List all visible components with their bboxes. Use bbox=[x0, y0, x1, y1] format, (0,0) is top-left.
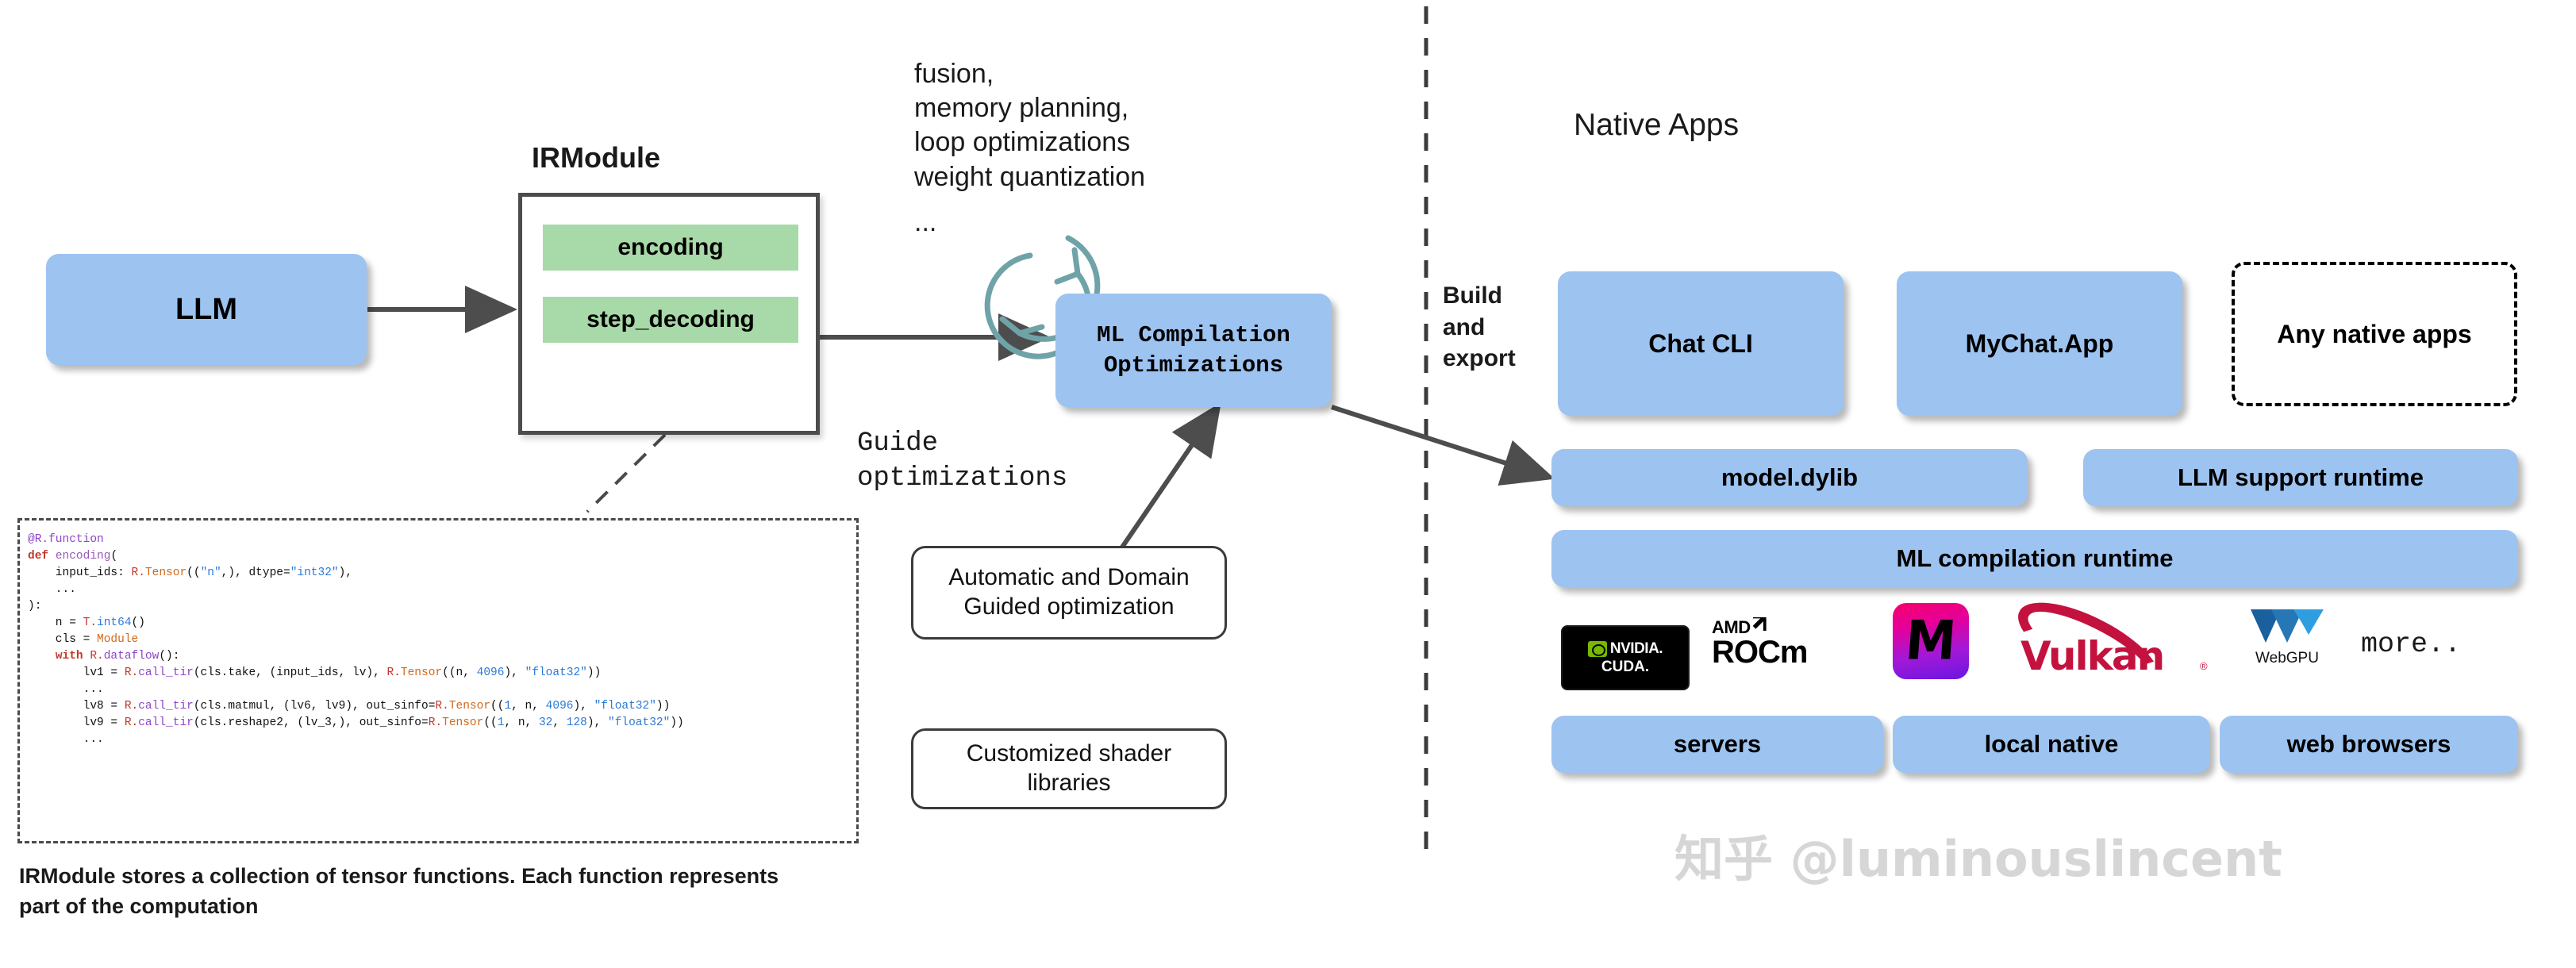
guide-box-label: Customized shader libraries bbox=[966, 740, 1172, 796]
app-box-mychat-app[interactable]: MyChat.App bbox=[1897, 271, 2182, 416]
webgpu-mark-icon bbox=[2251, 609, 2324, 643]
optimization-item-ellipsis: ... bbox=[914, 206, 937, 237]
vulkan-registered-mark: ® bbox=[2200, 660, 2208, 672]
app-box-chat-cli[interactable]: Chat CLI bbox=[1558, 271, 1844, 416]
native-apps-title-text: Native Apps bbox=[1574, 108, 1740, 142]
ml-compilation-optimizations-box[interactable]: ML Compilation Optimizations bbox=[1055, 294, 1332, 407]
webgpu-wordmark: WebGPU bbox=[2255, 650, 2319, 666]
guide-label-line2: optimizations bbox=[857, 463, 1068, 494]
llm-box[interactable]: LLM bbox=[46, 254, 367, 365]
build-and-export-label: Build and export bbox=[1443, 280, 1546, 375]
native-apps-title: Native Apps bbox=[1574, 108, 1739, 143]
app-box-label: Chat CLI bbox=[1648, 328, 1753, 358]
rocm-wordmark: ROCm bbox=[1712, 635, 1808, 670]
code-listing: @R.function def encoding( input_ids: R.T… bbox=[28, 533, 684, 746]
target-box-label: servers bbox=[1673, 730, 1762, 758]
more-backends-label: more.. bbox=[2361, 628, 2461, 660]
target-box-servers[interactable]: servers bbox=[1551, 716, 1883, 773]
target-box-local-native[interactable]: local native bbox=[1893, 716, 2210, 773]
nvidia-wordmark: NVIDIA. bbox=[1609, 640, 1663, 657]
irmodule-function-label: step_decoding bbox=[586, 306, 755, 332]
irmodule-function-step-decoding[interactable]: step_decoding bbox=[543, 297, 798, 343]
app-box-label: Any native apps bbox=[2277, 319, 2472, 348]
webgpu-logo: WebGPU bbox=[2243, 608, 2331, 684]
target-box-label: web browsers bbox=[2286, 730, 2451, 758]
runtime-box-label: model.dylib bbox=[1721, 463, 1859, 491]
vulkan-logo: Vulkan ® bbox=[2005, 585, 2246, 709]
irmodule-box: encoding step_decoding bbox=[518, 193, 820, 435]
optimization-list: fusion, memory planning, loop optimizati… bbox=[914, 57, 1145, 240]
amd-wordmark-row: AMD bbox=[1712, 617, 1767, 638]
cuda-wordmark: CUDA. bbox=[1601, 658, 1650, 675]
irmodule-function-label: encoding bbox=[617, 234, 724, 260]
watermark: 知乎 @luminouslincent bbox=[1674, 819, 2282, 890]
runtime-box-ml-compilation-runtime[interactable]: ML compilation runtime bbox=[1551, 530, 2518, 587]
more-backends-text: more.. bbox=[2361, 628, 2462, 660]
optimization-item: memory planning, bbox=[914, 93, 1129, 124]
metal-logo: M bbox=[1893, 603, 1969, 679]
watermark-text: 知乎 @luminouslincent bbox=[1674, 830, 2282, 888]
target-box-label: local native bbox=[1984, 730, 2119, 758]
irmodule-caption-text: IRModule stores a collection of tensor f… bbox=[19, 864, 779, 919]
guide-label-line1: Guide bbox=[857, 428, 939, 459]
optimization-item: weight quantization bbox=[914, 161, 1146, 192]
ml-compilation-line1: ML Compilation bbox=[1097, 321, 1290, 348]
build-and-export-text: Build and export bbox=[1443, 282, 1516, 372]
amd-rocm-logo: AMD ROCm bbox=[1712, 617, 1870, 690]
target-box-web-browsers[interactable]: web browsers bbox=[2220, 716, 2518, 773]
vulkan-wordmark: Vulkan bbox=[2020, 633, 2165, 679]
guide-optimizations-label: Guide optimizations bbox=[857, 427, 1067, 496]
optimization-item: loop optimizations bbox=[914, 127, 1131, 158]
runtime-box-label: ML compilation runtime bbox=[1896, 544, 2174, 572]
app-box-label: MyChat.App bbox=[1965, 328, 2114, 358]
ml-compilation-line2: Optimizations bbox=[1103, 351, 1284, 378]
irmodule-function-encoding[interactable]: encoding bbox=[543, 225, 798, 271]
nvidia-cuda-logo: NVIDIA. CUDA. bbox=[1561, 625, 1690, 690]
automatic-domain-guided-optimization-box[interactable]: Automatic and Domain Guided optimization bbox=[911, 546, 1227, 640]
llm-box-label: LLM bbox=[175, 292, 238, 326]
irmodule-caption: IRModule stores a collection of tensor f… bbox=[19, 861, 813, 922]
optimization-item: fusion, bbox=[914, 59, 994, 89]
guide-box-label: Automatic and Domain Guided optimization bbox=[948, 564, 1190, 620]
runtime-box-model-dylib[interactable]: model.dylib bbox=[1551, 449, 2028, 506]
customized-shader-libraries-box[interactable]: Customized shader libraries bbox=[911, 728, 1227, 809]
irmodule-title: IRModule bbox=[532, 141, 660, 174]
amd-arrow-icon bbox=[1752, 617, 1767, 631]
irmodule-code-panel: @R.function def encoding( input_ids: R.T… bbox=[17, 518, 859, 843]
nvidia-eye-icon bbox=[1587, 640, 1607, 657]
nvidia-wordmark-row: NVIDIA. bbox=[1587, 640, 1663, 658]
metal-logo-glyph: M bbox=[1903, 609, 1959, 673]
amd-wordmark: AMD bbox=[1712, 617, 1751, 637]
rocm-wordmark-text: ROCm bbox=[1712, 635, 1808, 670]
runtime-box-label: LLM support runtime bbox=[2178, 463, 2424, 491]
runtime-box-llm-support-runtime[interactable]: LLM support runtime bbox=[2083, 449, 2518, 506]
app-box-any-native-apps[interactable]: Any native apps bbox=[2232, 262, 2517, 406]
